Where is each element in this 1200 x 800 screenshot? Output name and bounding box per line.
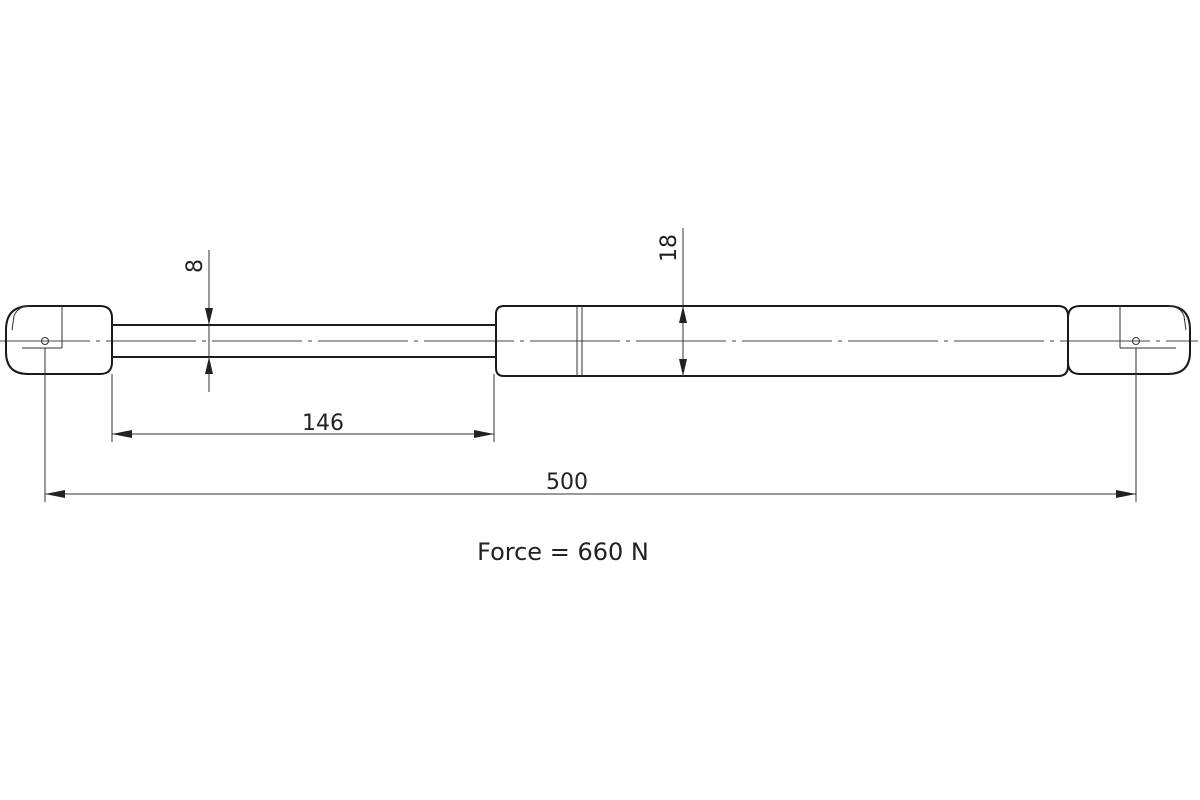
rod-diameter-label: 8: [183, 259, 208, 273]
force-label: Force = 660 N: [477, 538, 649, 566]
body-diameter-dimension: 18: [657, 228, 687, 376]
piston-rod: [112, 324, 496, 358]
cylinder-body: [495, 305, 1069, 377]
total-length-label: 500: [546, 470, 588, 495]
right-end-fitting: [1067, 305, 1191, 375]
rod-diameter-dimension: 8: [183, 250, 213, 392]
left-end-fitting: [5, 305, 113, 375]
total-length-dimension: 500: [44, 348, 1137, 502]
body-diameter-label: 18: [657, 234, 682, 262]
rod-length-label: 146: [302, 411, 344, 436]
rod-length-dimension: 146: [111, 374, 495, 442]
